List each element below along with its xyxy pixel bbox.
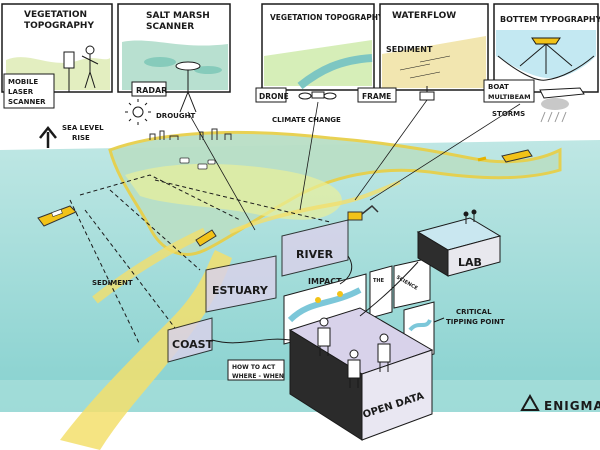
critical-label-line2: TIPPING POINT [446,318,505,326]
enigma-wordmark: ENIGMA [544,399,600,413]
critical-label-line1: CRITICAL [456,308,492,316]
panel-bottom-typography: BOTTEM TYPOGRAPHY BOAT MULTIBEAM [483,3,600,103]
panel-pointer-lines [187,99,521,231]
yellow-boat-estuary [195,229,217,247]
lab-label: LAB [458,256,482,269]
grazing-cows [179,157,216,170]
open-data-block: OPEN DATA [288,307,434,441]
people-figures-icon [317,317,391,388]
drone-device [298,91,337,100]
panel-2-title-line1: SALT MARSH [146,11,210,21]
lab-people-icon [463,209,477,224]
how-to-act-box [227,359,285,381]
threats-row: SEA LEVEL RISE DROUGHT CLIMATE CHANGE ST… [39,98,569,148]
excavator [347,204,379,221]
panel-1-title-line1: VEGETATION [24,10,87,20]
how-to-act-line1: HOW TO ACT [232,364,276,371]
coast-box: COAST [167,317,214,363]
boat-tag-line2: MULTIBEAM [488,93,531,101]
sediment-label: SEDIMENT [92,279,133,287]
sun-icon [125,99,151,125]
frame-tag: FRAME [362,92,391,101]
dashed-projection-lines [69,174,331,346]
storms-label: STORMS [492,110,525,118]
coast-label: COAST [172,338,214,351]
radar-tag: RADAR [136,86,167,95]
river-label: RIVER [296,248,334,261]
multibeam-boat-device [519,37,573,74]
mobile-laser-scanner-tag-line2: LASER [8,88,34,96]
data-cables [211,255,419,344]
sea-level-arrow-icon [39,125,57,148]
panel-4-title-line1: WATERFLOW [392,11,456,21]
panel-vegetation-topography-drone: VEGETATION TOPOGRAPHY DRONE [255,3,384,103]
river-channel [229,180,401,234]
panel-3-title: VEGETATION TOPOGRAPHY [270,13,384,22]
enigma-triangle-icon [520,393,540,411]
yellow-boat-right [477,149,533,163]
lab-building: LAB [416,209,502,277]
critical-pointer-line [433,317,445,323]
panel-4-title-line2: SEDIMENT [386,45,433,54]
panel-waterflow-sediment: WATERFLOW SEDIMENT FRAME [357,3,489,103]
boat-tag-line1: BOAT [488,83,509,91]
estuary-box: ESTUARY [205,255,277,313]
radar-device [175,61,201,113]
panel-salt-marsh-scanner: SALT MARSH SCANNER RADAR [117,3,231,113]
sea-level-label-line2: RISE [72,134,90,142]
estuary-label: ESTUARY [212,284,269,297]
panel-vegetation-topography: VEGETATION TOPOGRAPHY MOBILE LASER SCANN… [1,3,113,109]
mobile-laser-scanner-tag-line1: MOBILE [8,78,38,86]
sea-level-label-line1: SEA LEVEL [62,124,104,132]
mobile-laser-scanner-tag-line3: SCANNER [8,98,46,106]
drought-label: DROUGHT [156,112,195,120]
beach-line [92,227,207,304]
climate-change-label: CLIMATE CHANGE [272,116,341,124]
panel-1-title-line2: TOPOGRAPHY [24,21,94,31]
coast-sand-strip [60,250,232,450]
screen-science-word-a: THE [373,278,385,284]
drone-tag: DRONE [259,92,289,101]
marsh-land [108,130,562,256]
storm-cloud-icon [540,98,569,123]
panel-2-title-line2: SCANNER [146,22,194,32]
mobile-laser-scanner-device [63,45,99,92]
yellow-boat-left [37,205,77,227]
panel-5-title: BOTTEM TYPOGRAPHY [500,15,600,24]
how-to-act-line2: WHERE - WHEN [232,373,284,380]
river-box: RIVER [281,219,349,277]
impact-label: IMPACT [308,277,342,286]
city-skyline [149,128,232,140]
enigma-logo: ENIGMA [520,393,600,413]
